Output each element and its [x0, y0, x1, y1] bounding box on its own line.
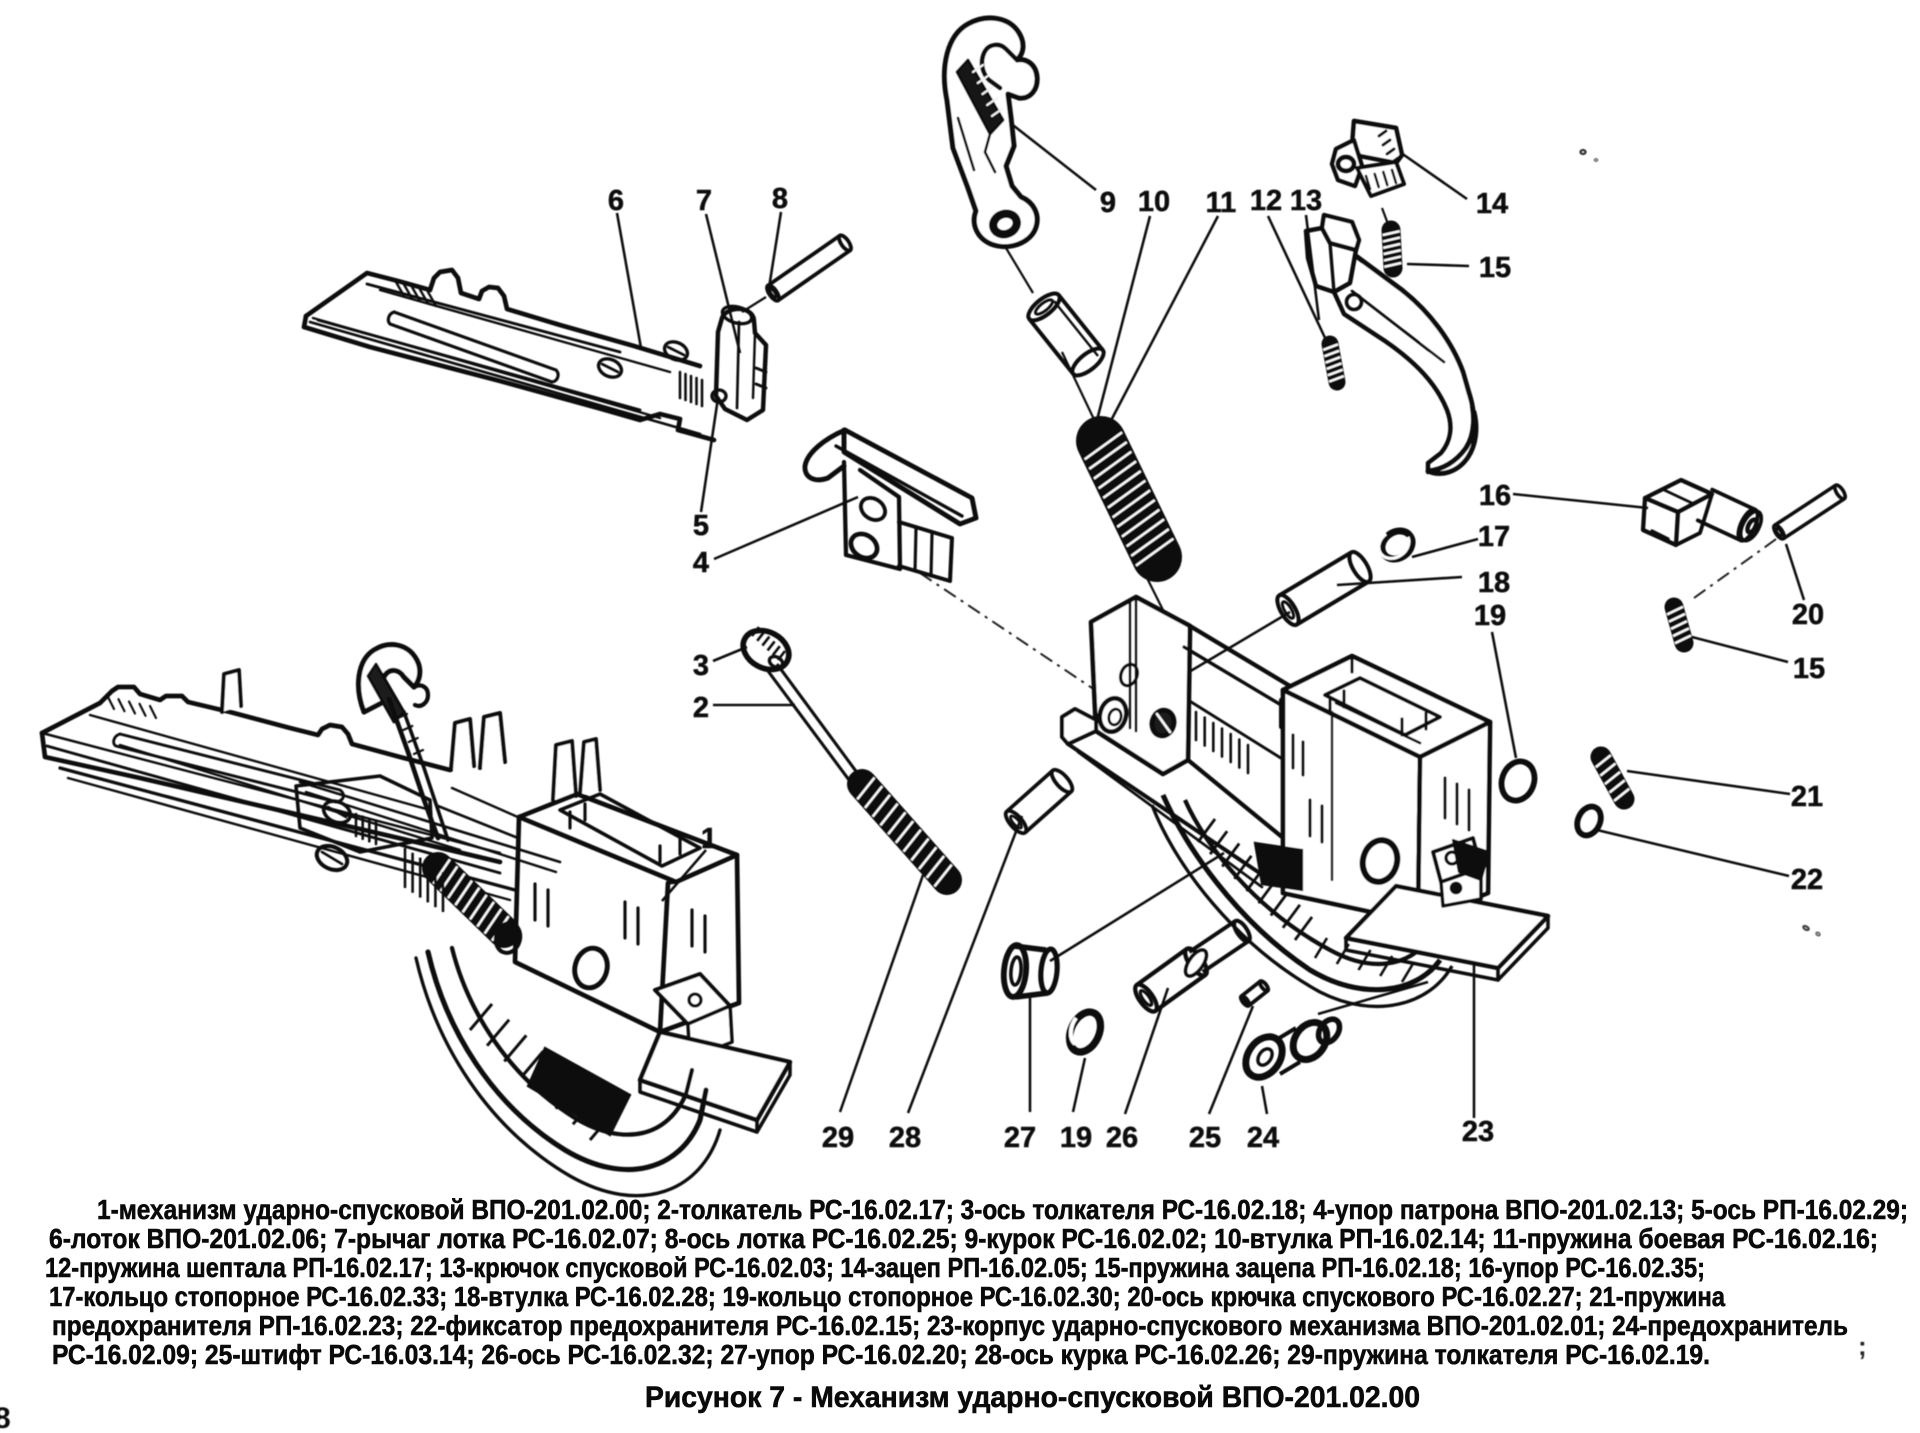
svg-text:7: 7	[696, 185, 712, 217]
svg-text:28: 28	[889, 1122, 921, 1154]
svg-text:РС-16.02.09; 25-штифт РС-16.03: РС-16.02.09; 25-штифт РС-16.03.14; 26-ос…	[52, 1339, 1710, 1370]
svg-text:предохранителя РП-16.02.23; 22: предохранителя РП-16.02.23; 22-фиксатор …	[52, 1310, 1848, 1341]
svg-text:1-механизм ударно-спусковой ВП: 1-механизм ударно-спусковой ВПО-201.02.0…	[97, 1194, 1908, 1225]
svg-text:17: 17	[1478, 521, 1510, 553]
svg-text:1: 1	[701, 823, 717, 855]
svg-text:16: 16	[1479, 480, 1511, 512]
svg-text:15: 15	[1479, 252, 1511, 284]
svg-text:6: 6	[608, 185, 624, 217]
svg-text:24: 24	[1247, 1122, 1279, 1154]
svg-text:2: 2	[693, 692, 709, 724]
svg-text:23: 23	[1462, 1116, 1494, 1148]
svg-text:6-лоток ВПО-201.02.06; 7-рычаг: 6-лоток ВПО-201.02.06; 7-рычаг лотка РС-…	[49, 1223, 1878, 1254]
svg-text:22: 22	[1791, 864, 1823, 896]
svg-text:19: 19	[1474, 600, 1506, 632]
svg-text:3: 3	[693, 650, 709, 682]
svg-text:15: 15	[1793, 653, 1825, 685]
svg-text:11: 11	[1206, 187, 1237, 219]
svg-text:20: 20	[1792, 599, 1824, 631]
svg-text:Рисунок 7 - Механизм ударно-сп: Рисунок 7 - Механизм ударно-спусковой ВП…	[645, 1381, 1420, 1414]
svg-text:12-пружина шептала РП-16.02.17: 12-пружина шептала РП-16.02.17; 13-крючо…	[45, 1252, 1705, 1283]
svg-text:27: 27	[1004, 1122, 1036, 1154]
svg-text:5: 5	[693, 510, 709, 542]
svg-text:9: 9	[1100, 187, 1116, 219]
svg-text:4: 4	[693, 547, 709, 579]
svg-text:14: 14	[1476, 188, 1508, 220]
svg-text:17-кольцо стопорное РС-16.02.3: 17-кольцо стопорное РС-16.02.33; 18-втул…	[49, 1281, 1725, 1312]
svg-text:18: 18	[1478, 567, 1510, 599]
svg-text:10: 10	[1138, 186, 1170, 218]
svg-text:8: 8	[0, 1402, 11, 1433]
svg-text:25: 25	[1189, 1122, 1221, 1154]
svg-text:8: 8	[772, 183, 788, 215]
svg-text:12: 12	[1250, 185, 1282, 217]
svg-text:19: 19	[1060, 1122, 1092, 1154]
svg-text:13: 13	[1290, 185, 1322, 217]
svg-text:;: ;	[1858, 1331, 1867, 1361]
svg-text:29: 29	[822, 1122, 854, 1154]
svg-text:26: 26	[1106, 1122, 1138, 1154]
svg-text:21: 21	[1791, 781, 1823, 813]
